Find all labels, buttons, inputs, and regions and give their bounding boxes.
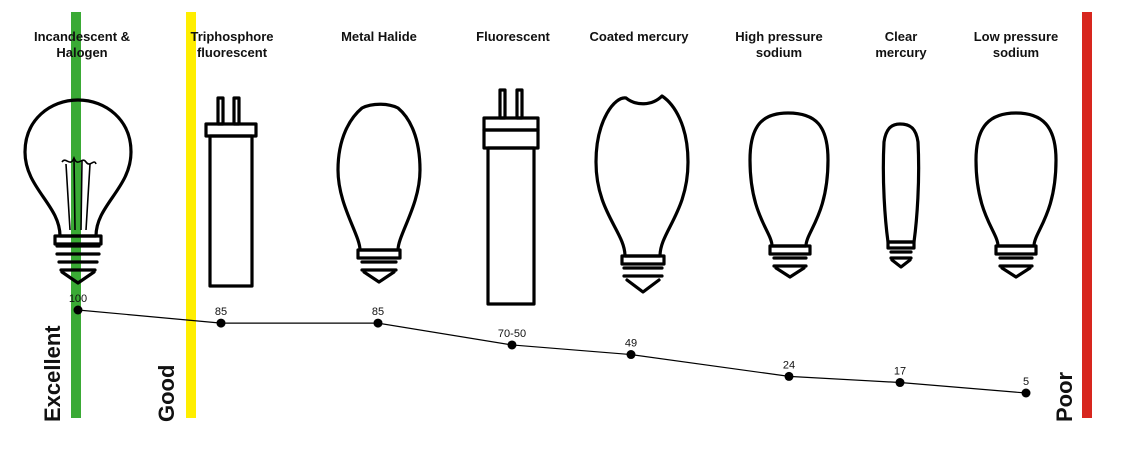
data-point [1021, 388, 1031, 398]
metal-halide-lamp-icon [336, 102, 422, 284]
lps-lamp-icon [974, 111, 1058, 279]
grade-good: Good [154, 364, 179, 422]
lamp-name-metal-halide: Metal Halide [341, 29, 417, 44]
data-label: 85 [372, 306, 384, 318]
lamp-name-clear-mercury: Clear mercury [875, 29, 927, 60]
lamp-name-fluorescent: Fluorescent [476, 29, 550, 44]
data-label: 100 [69, 293, 87, 305]
compact-fluorescent-icon [482, 88, 540, 306]
data-label: 85 [215, 306, 227, 318]
data-label: 5 [1023, 376, 1029, 388]
data-label: 49 [625, 338, 637, 350]
data-point [784, 371, 794, 381]
data-point [216, 318, 226, 328]
lamp-name-low-pressure-sodium: Low pressure sodium [973, 29, 1059, 60]
tube-lamp-icon [204, 96, 258, 288]
data-point [507, 340, 517, 350]
grade-excellent: Excellent [40, 325, 65, 422]
good-bar [186, 12, 196, 418]
data-point [895, 378, 905, 388]
data-point [626, 350, 636, 360]
hps-lamp-icon [748, 111, 830, 279]
excellent-bar [71, 12, 81, 418]
data-point [373, 318, 383, 328]
poor-bar [1082, 12, 1092, 418]
lamp-name-coated-mercury: Coated mercury [589, 29, 689, 44]
coated-mercury-lamp-icon [594, 94, 690, 294]
lamp-name-triphosphore: Triphosphore fluorescent [190, 29, 274, 60]
lamp-name-incandescent: Incandescent & Halogen [33, 29, 131, 60]
clear-mercury-lamp-icon [881, 122, 921, 269]
data-label: 17 [894, 366, 906, 378]
data-point [73, 305, 83, 315]
data-label: 70-50 [498, 328, 526, 340]
incandescent-bulb-icon [23, 98, 133, 285]
series-line [77, 309, 1027, 394]
data-label: 24 [783, 359, 795, 371]
grade-poor: Poor [1052, 371, 1077, 422]
lamp-name-high-pressure-sodium: High pressure sodium [735, 29, 823, 60]
